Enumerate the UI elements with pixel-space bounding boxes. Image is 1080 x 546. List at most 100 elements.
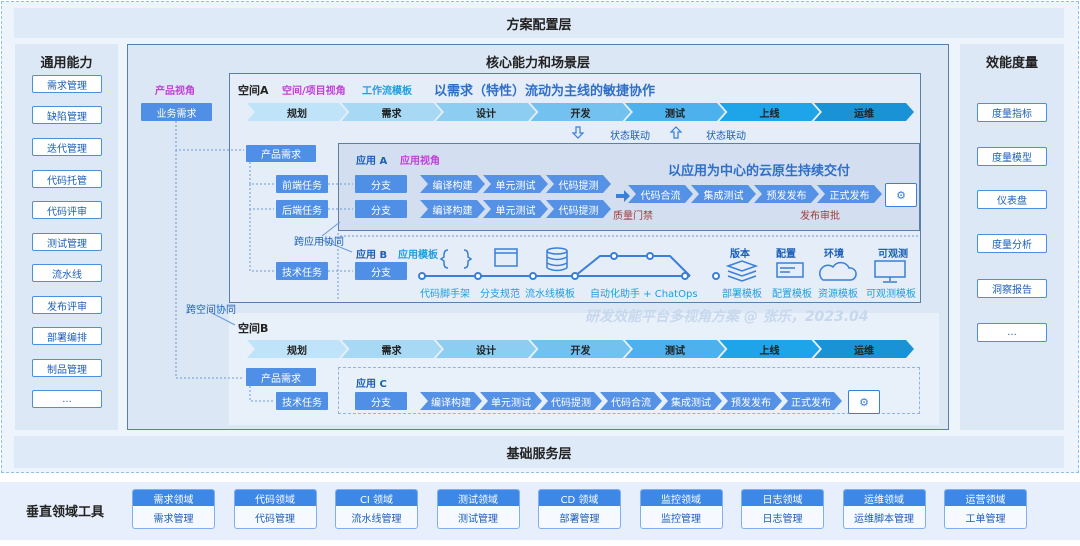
tool-card[interactable]: 需求领域需求管理 [132, 489, 215, 529]
tool-name[interactable]: 监控管理 [661, 513, 701, 525]
capability-item[interactable]: 代码托管 [32, 170, 102, 188]
branch-box[interactable]: 分支 [355, 200, 407, 218]
tool-card[interactable]: 运营领域工单管理 [944, 489, 1027, 529]
stage-chevron[interactable]: 规划 [247, 340, 347, 358]
product-req-box[interactable]: 产品需求 [246, 145, 316, 162]
stage-chevron[interactable]: 上线 [720, 103, 820, 121]
template-label[interactable]: 部署模板 [722, 289, 762, 300]
stage-chevron[interactable]: 规划 [247, 103, 347, 121]
cd-step[interactable]: 正式发布 [817, 185, 882, 203]
capability-item[interactable]: 制品管理 [32, 359, 102, 377]
app-c-step[interactable]: 代码合流 [600, 392, 662, 410]
template-type-label: 环境 [824, 249, 844, 260]
tool-domain: CD 领域 [539, 490, 620, 506]
metric-item[interactable]: ... [977, 323, 1047, 342]
cd-step[interactable]: 代码合流 [628, 185, 693, 203]
stage-chevron[interactable]: 测试 [625, 103, 725, 121]
task-box[interactable]: 后端任务 [276, 200, 328, 218]
watermark: 研发效能平台多视角方案 @ 张乐，2023.04 [585, 309, 869, 325]
product-req-box[interactable]: 产品需求 [246, 368, 316, 386]
panel-title: 通用能力 [40, 56, 93, 71]
panel-title: 效能度量 [985, 56, 1038, 71]
tool-card[interactable]: 测试领域测试管理 [436, 489, 520, 529]
app-c-step[interactable]: 预发发布 [720, 392, 782, 410]
branch-box[interactable]: 分支 [355, 262, 407, 280]
capability-item[interactable]: 发布评审 [32, 296, 102, 314]
ci-step[interactable]: 编译构建 [420, 175, 485, 193]
ci-step[interactable]: 代码提测 [546, 175, 611, 193]
app-template-label: 应用模板 [398, 250, 438, 261]
tool-name[interactable]: 需求管理 [153, 513, 194, 525]
tool-name[interactable]: 工单管理 [965, 513, 1006, 525]
stage-chevron[interactable]: 开发 [531, 103, 631, 121]
sync-label: 状态联动 [706, 131, 746, 142]
tool-name[interactable]: 日志管理 [762, 513, 803, 525]
tool-domain: 运营领域 [945, 490, 1026, 506]
tool-card[interactable]: CI 领域流水线管理 [335, 489, 418, 529]
ci-step[interactable]: 单元测试 [483, 175, 548, 193]
stage-chevron[interactable]: 设计 [436, 340, 536, 358]
cross-space-label: 跨空间协同 [186, 305, 236, 316]
capability-item[interactable]: ... [32, 390, 102, 408]
task-box[interactable]: 技术任务 [276, 262, 328, 280]
template-label[interactable]: 资源模板 [818, 289, 858, 300]
metric-item[interactable]: 仪表盘 [977, 190, 1047, 209]
metric-item[interactable]: 度量模型 [977, 147, 1047, 166]
task-box[interactable]: 前端任务 [276, 175, 328, 193]
stage-chevron[interactable]: 运维 [814, 103, 914, 121]
tool-card[interactable]: 日志领域日志管理 [741, 489, 824, 529]
ci-step[interactable]: 代码提测 [546, 200, 611, 218]
timeline-label: 流水线模板 [525, 289, 575, 300]
app-c-step[interactable]: 编译构建 [420, 392, 482, 410]
stage-chevron[interactable]: 测试 [625, 340, 725, 358]
ci-step[interactable]: 编译构建 [420, 200, 485, 218]
capability-item[interactable]: 缺陷管理 [32, 106, 102, 124]
timeline-label: 代码脚手架 [420, 289, 470, 300]
stage-chevron[interactable]: 设计 [436, 103, 536, 121]
template-label[interactable]: 配置模板 [772, 289, 812, 300]
capability-item[interactable]: 部署编排 [32, 327, 102, 345]
tool-card[interactable]: 代码领域代码管理 [233, 489, 317, 529]
metric-item[interactable]: 洞察报告 [977, 279, 1047, 298]
tool-name[interactable]: 测试管理 [458, 513, 498, 525]
app-b-icons [439, 247, 906, 283]
stage-chevron[interactable]: 需求 [342, 340, 442, 358]
capability-item[interactable]: 测试管理 [32, 233, 102, 251]
capability-item[interactable]: 代码评审 [32, 201, 102, 219]
cd-step[interactable]: 集成测试 [691, 185, 756, 203]
metric-item[interactable]: 度量指标 [977, 103, 1047, 122]
stage-chevron[interactable]: 开发 [531, 340, 631, 358]
template-label[interactable]: 可观测模板 [866, 289, 916, 300]
monitor-gear-icon[interactable]: ⚙ [885, 183, 917, 207]
tool-card[interactable]: 监控领域监控管理 [639, 489, 723, 529]
stage-chevron[interactable]: 上线 [720, 340, 820, 358]
branch-box[interactable]: 分支 [355, 392, 407, 410]
cd-step[interactable]: 预发发布 [754, 185, 819, 203]
capability-item[interactable]: 流水线 [32, 264, 102, 282]
branch-box[interactable]: 分支 [355, 175, 407, 193]
template-type-label: 可观测 [878, 249, 908, 260]
app-c-step[interactable]: 单元测试 [480, 392, 542, 410]
task-box[interactable]: 技术任务 [276, 392, 328, 410]
tool-card[interactable]: CD 领域部署管理 [538, 489, 621, 529]
monitor-gear-icon[interactable]: ⚙ [848, 390, 880, 414]
capability-item[interactable]: 需求管理 [32, 75, 102, 93]
space-b-label: 空间B [238, 322, 269, 335]
business-req-box[interactable]: 业务需求 [141, 103, 212, 121]
capability-item[interactable]: 迭代管理 [32, 138, 102, 156]
app-c-step[interactable]: 正式发布 [780, 392, 842, 410]
stage-chevron[interactable]: 运维 [814, 340, 914, 358]
tool-card[interactable]: 运维领域运维脚本管理 [842, 489, 926, 529]
base-service-layer: 基础服务层 [14, 436, 1064, 468]
cross-app-label: 跨应用协同 [294, 237, 344, 248]
metric-item[interactable]: 度量分析 [977, 234, 1047, 253]
app-c-step[interactable]: 集成测试 [660, 392, 722, 410]
timeline-label: 自动化助手 + ChatOps [590, 289, 698, 300]
tool-name[interactable]: 部署管理 [559, 513, 600, 525]
app-c-step[interactable]: 代码提测 [540, 392, 602, 410]
stage-chevron[interactable]: 需求 [342, 103, 442, 121]
tool-name[interactable]: 代码管理 [255, 513, 295, 525]
tool-name[interactable]: 运维脚本管理 [854, 513, 914, 525]
tool-name[interactable]: 流水线管理 [351, 513, 402, 525]
ci-step[interactable]: 单元测试 [483, 200, 548, 218]
